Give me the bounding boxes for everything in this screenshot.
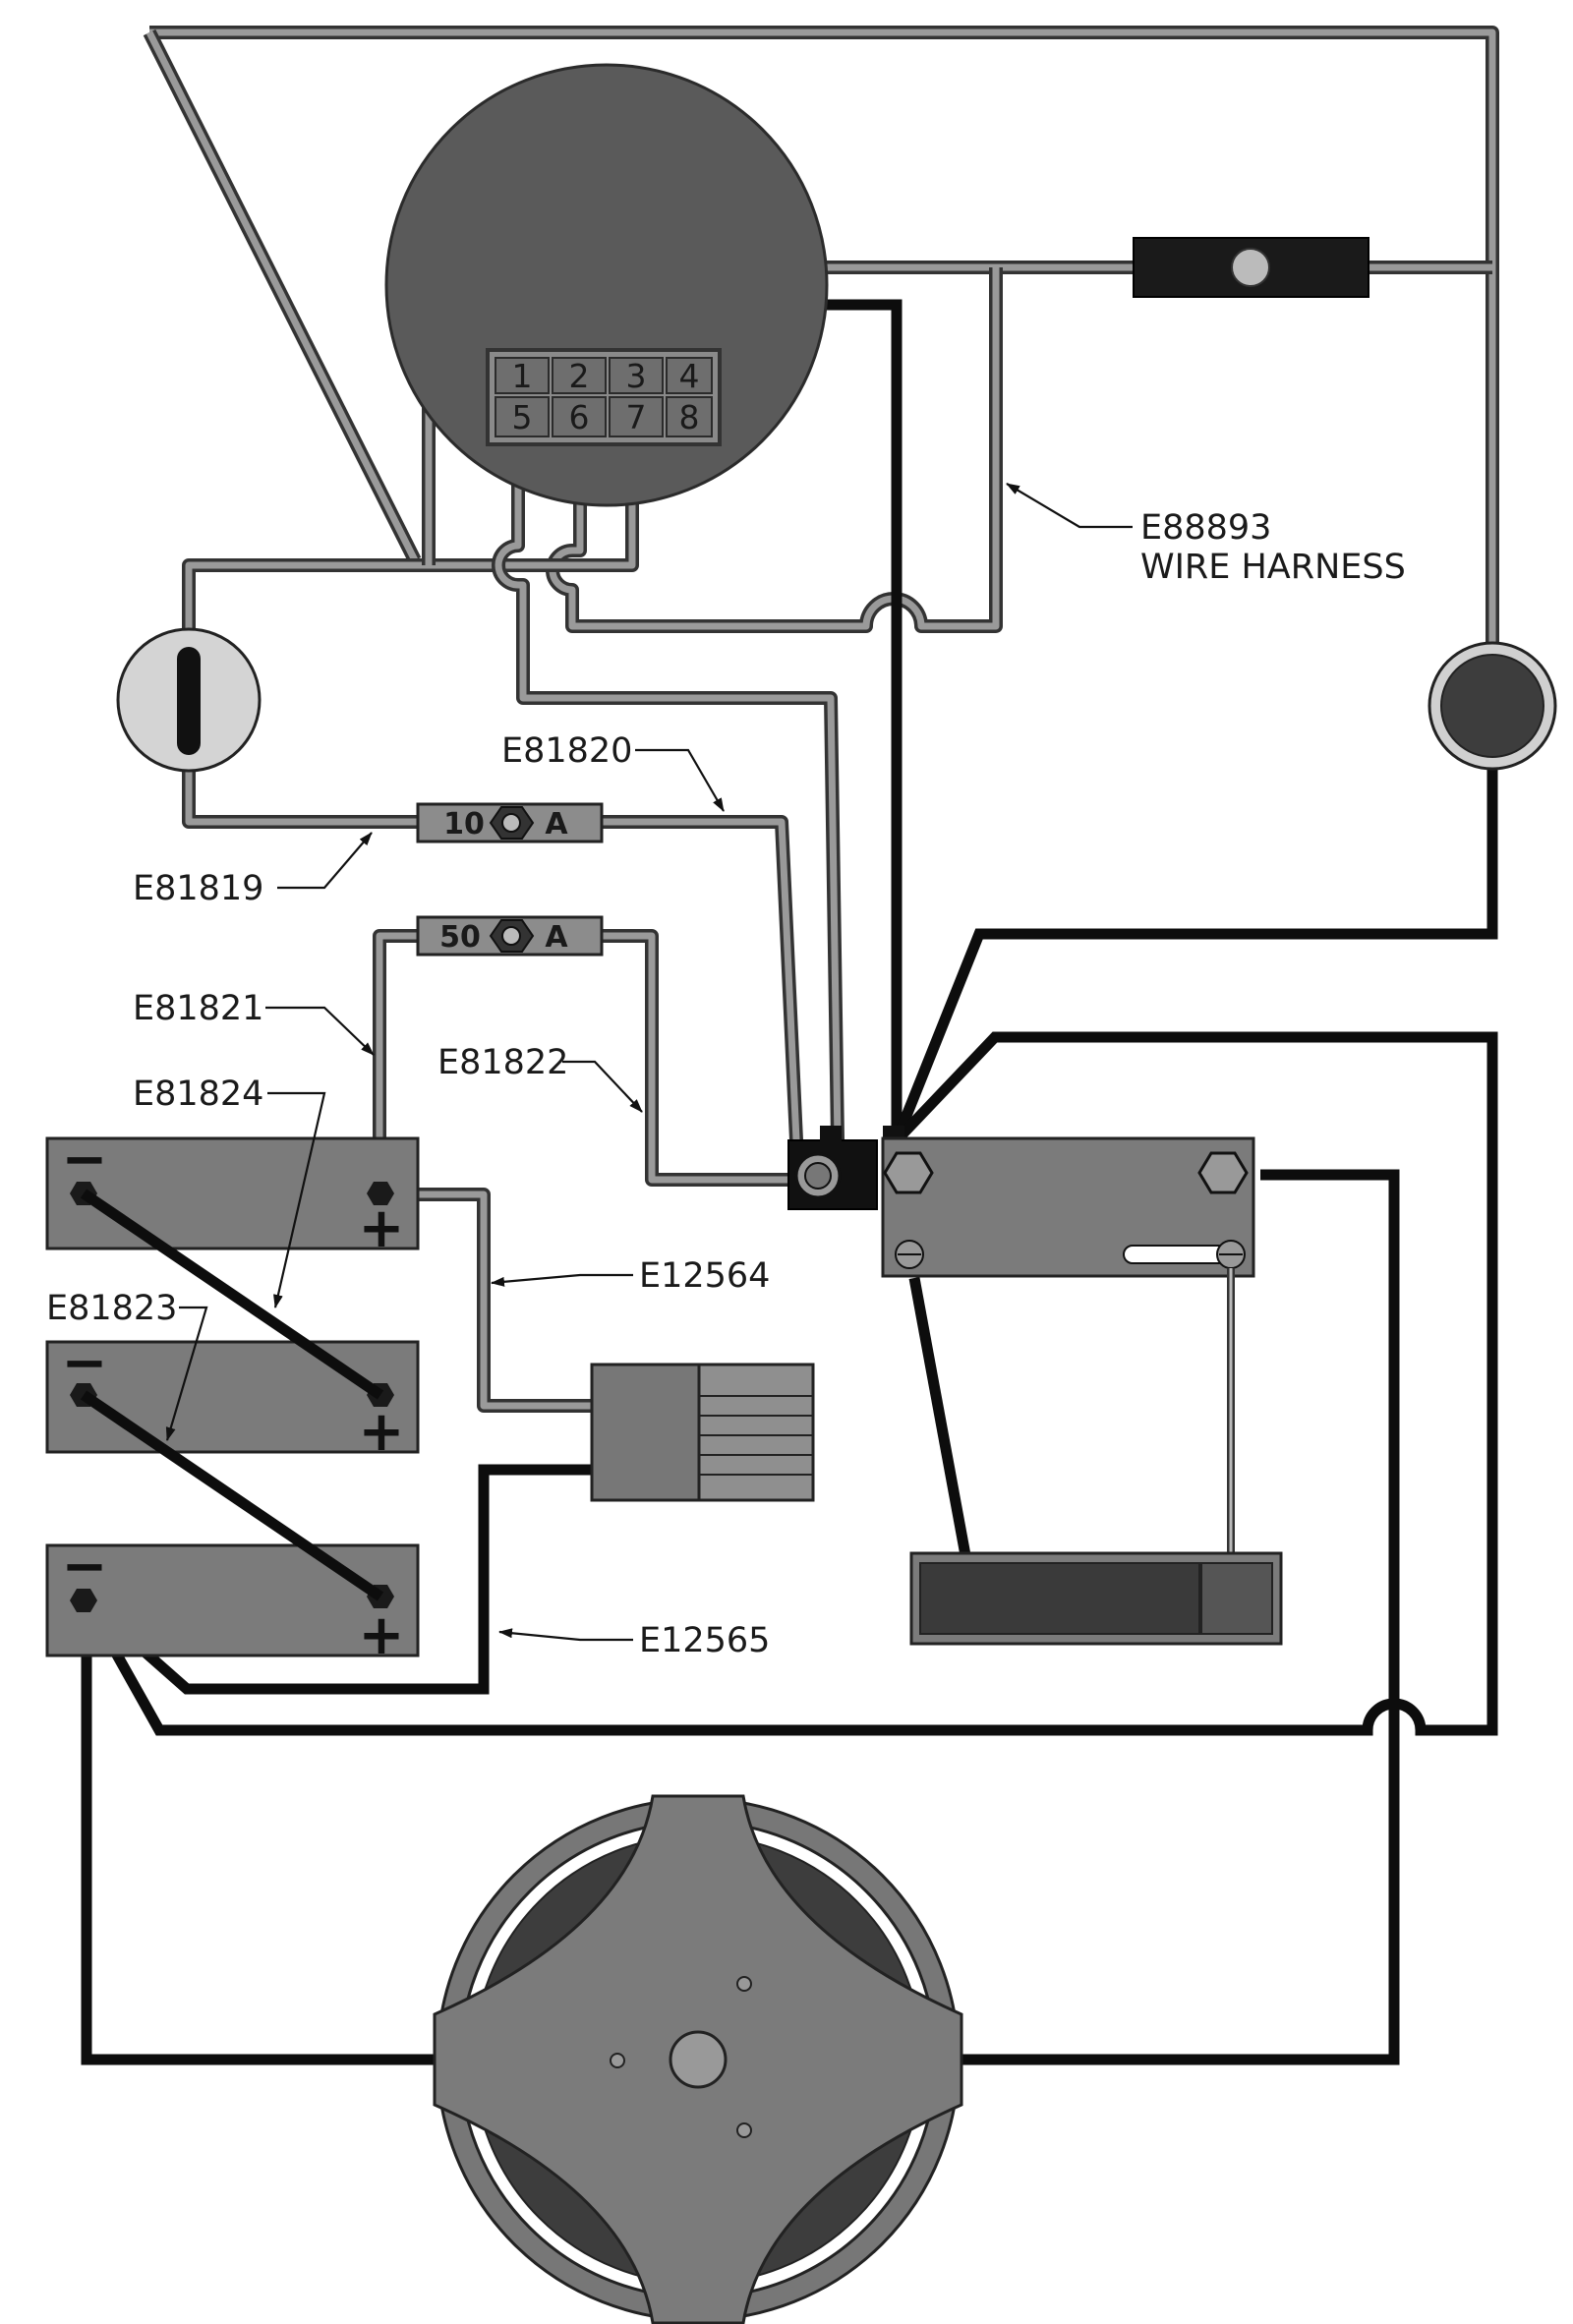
- battery-1: − +: [45, 1128, 420, 1260]
- forward-reverse-switch: [909, 1551, 1283, 1646]
- top-motor: 1 2 3 4 5 6 7 8: [384, 63, 829, 507]
- battery-1-negative-sign: −: [62, 1128, 108, 1191]
- battery-jumpers: [80, 1189, 384, 1601]
- fuse-50a: 50 A: [416, 915, 604, 957]
- pin-1: 1: [512, 357, 533, 395]
- label-e81822: E81822: [437, 1043, 568, 1082]
- battery-2: − +: [45, 1331, 420, 1464]
- drive-motor: [433, 1794, 963, 2324]
- pin-5: 5: [512, 398, 533, 436]
- pin-8: 8: [679, 398, 700, 436]
- battery-3: − +: [45, 1535, 420, 1667]
- fuse-50a-amps: 50: [439, 920, 481, 955]
- battery-3-positive-sign: +: [359, 1603, 405, 1667]
- label-e81819: E81819: [133, 869, 263, 908]
- pin-7: 7: [626, 398, 647, 436]
- key-switch: [116, 627, 262, 773]
- label-e81821: E81821: [133, 989, 263, 1028]
- callout-leaders: [165, 483, 1133, 1642]
- pin-2: 2: [569, 357, 590, 395]
- label-e88893: E88893: [1140, 508, 1271, 548]
- battery-3-negative-sign: −: [62, 1535, 108, 1598]
- inline-resistor: [1133, 237, 1369, 298]
- label-e81820: E81820: [501, 731, 632, 771]
- controller-plate: [881, 1136, 1255, 1278]
- fuse-10a-unit: A: [545, 807, 568, 842]
- label-e12565: E12565: [639, 1621, 770, 1660]
- pin-6: 6: [569, 398, 590, 436]
- label-e81823: E81823: [46, 1289, 177, 1328]
- fuse-50a-unit: A: [545, 920, 568, 955]
- solenoid-block: [787, 1126, 904, 1210]
- charger-receptacle: [590, 1363, 815, 1502]
- right-indicator: [1427, 641, 1557, 771]
- fuse-10a: 10 A: [416, 802, 604, 843]
- battery-2-positive-sign: +: [359, 1400, 405, 1464]
- connector-pin-grid: 1 2 3 4 5 6 7 8: [495, 357, 713, 437]
- pin-3: 3: [626, 357, 647, 395]
- pin-4: 4: [679, 357, 700, 395]
- label-e12564: E12564: [639, 1256, 770, 1296]
- label-e81824: E81824: [133, 1075, 263, 1114]
- battery-1-positive-sign: +: [359, 1196, 405, 1260]
- label-wire-harness: WIRE HARNESS: [1140, 548, 1406, 587]
- fuse-10a-amps: 10: [443, 807, 485, 842]
- callout-labels: E88893 WIRE HARNESS E81820 E81819 E81821…: [46, 508, 1406, 1660]
